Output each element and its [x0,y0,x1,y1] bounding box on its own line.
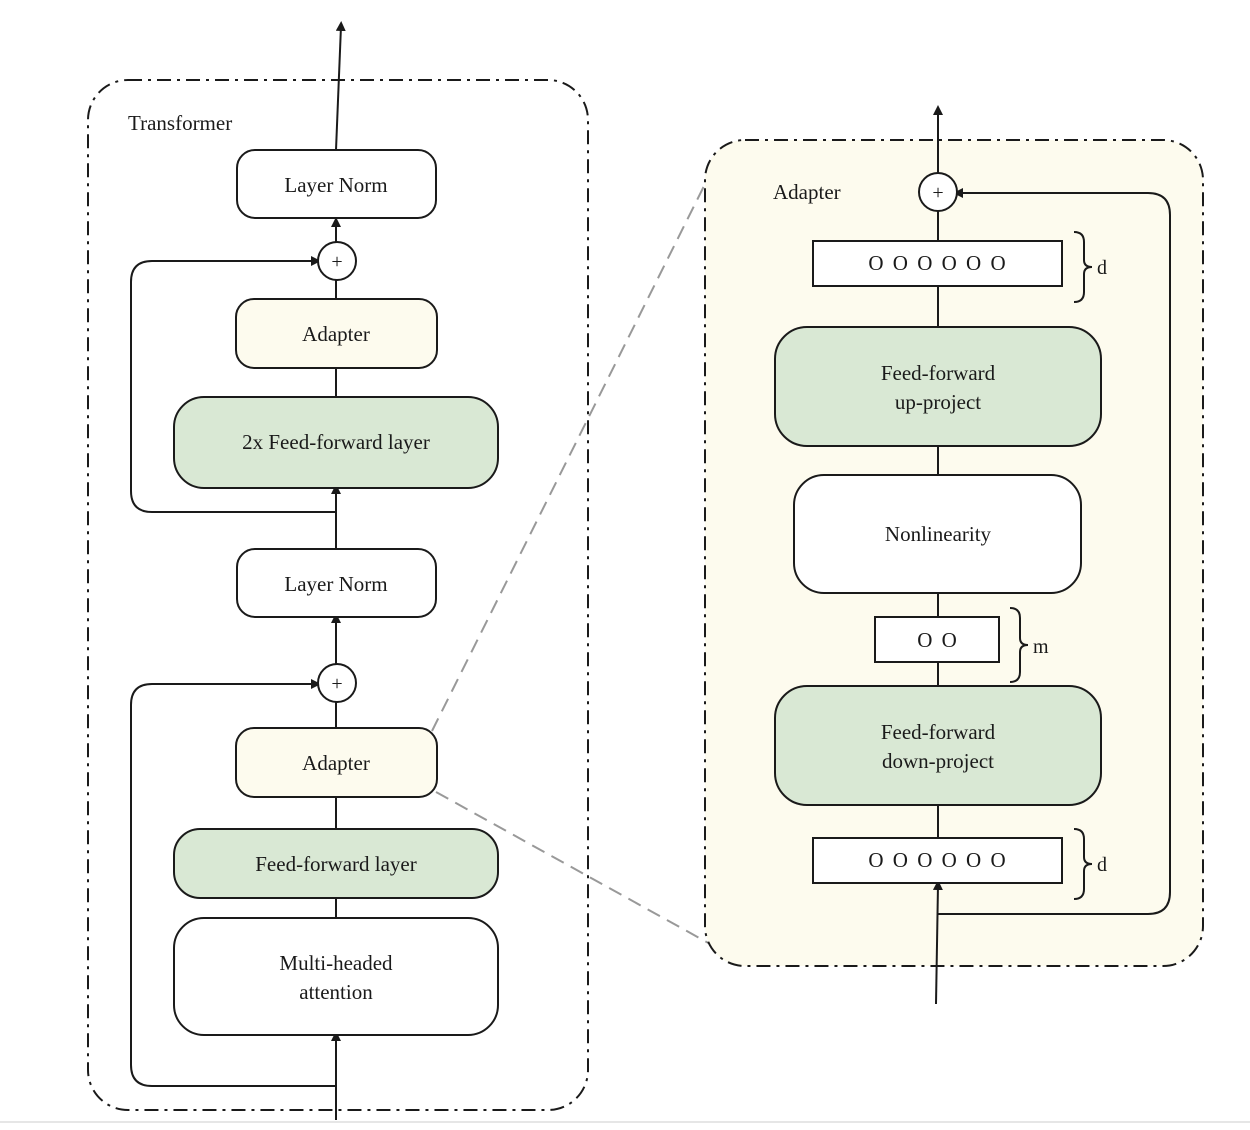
mha-label-line1: Multi-headed [279,951,393,975]
transformer-title: Transformer [128,111,232,135]
bottleneck-vector: O O [874,616,1000,663]
ffn-2x-block: 2x Feed-forward layer [173,396,499,489]
bottleneck-dim-brace [1009,607,1029,683]
plus-icon: + [932,182,943,204]
output-vector-label: O O O O O O [868,251,1007,275]
layer-norm-top-label: Layer Norm [284,173,387,197]
layer-norm-mid-label: Layer Norm [284,572,387,596]
output-arrow [335,21,346,151]
adapter-input-arrow [932,880,943,1005]
ffn-down-label-line2: down-project [882,749,994,773]
mha-label-line2: attention [299,980,373,1004]
adapter-add-node: + [918,172,958,212]
add-node-bottom: + [317,663,357,703]
nonlinearity-label: Nonlinearity [885,522,992,546]
ffn-block: Feed-forward layer [173,828,499,899]
layer-norm-mid-block: Layer Norm [236,548,437,618]
skip-connection-bottom [130,679,336,1087]
adapter-bottom-block: Adapter [235,727,438,798]
plus-icon: + [331,251,342,273]
ffn-up-label-line1: Feed-forward [881,361,996,385]
layer-norm-top-block: Layer Norm [236,149,437,219]
adapter-skip-connection [938,188,1171,915]
output-dim-label: d [1097,257,1107,279]
input-vector-label: O O O O O O [868,848,1007,872]
output-dim-brace [1073,231,1093,303]
input-vector: O O O O O O [812,837,1063,884]
adapter-bottom-label: Adapter [302,751,370,775]
ffn-label: Feed-forward layer [255,852,417,876]
adapter-panel: Adapter + O O O O O O d Feed-forward up-… [704,105,1204,1005]
ffn-up-label-line2: up-project [895,390,981,414]
adapter-title: Adapter [773,180,841,204]
adapter-top-label: Adapter [302,322,370,346]
skip-connection-top [130,256,336,513]
adapter-top-block: Adapter [235,298,438,369]
ffn-down-label-line1: Feed-forward [881,720,996,744]
input-dim-brace [1073,828,1093,900]
plus-icon: + [331,673,342,695]
zoom-line-top [431,169,713,732]
add-node-top: + [317,241,357,281]
zoom-line-bottom [435,791,713,946]
bottleneck-dim-label: m [1033,636,1049,658]
ffn-up-project-block: Feed-forward up-project [774,326,1102,447]
ffn-down-project-block: Feed-forward down-project [774,685,1102,806]
multi-headed-attention-block: Multi-headed attention [173,917,499,1036]
bottleneck-vector-label: O O [917,628,959,652]
output-vector: O O O O O O [812,240,1063,287]
nonlinearity-block: Nonlinearity [793,474,1082,594]
input-dim-label: d [1097,854,1107,876]
ffn-2x-label: 2x Feed-forward layer [242,430,430,454]
transformer-panel: Transformer + + Layer Norm A [87,21,589,1120]
